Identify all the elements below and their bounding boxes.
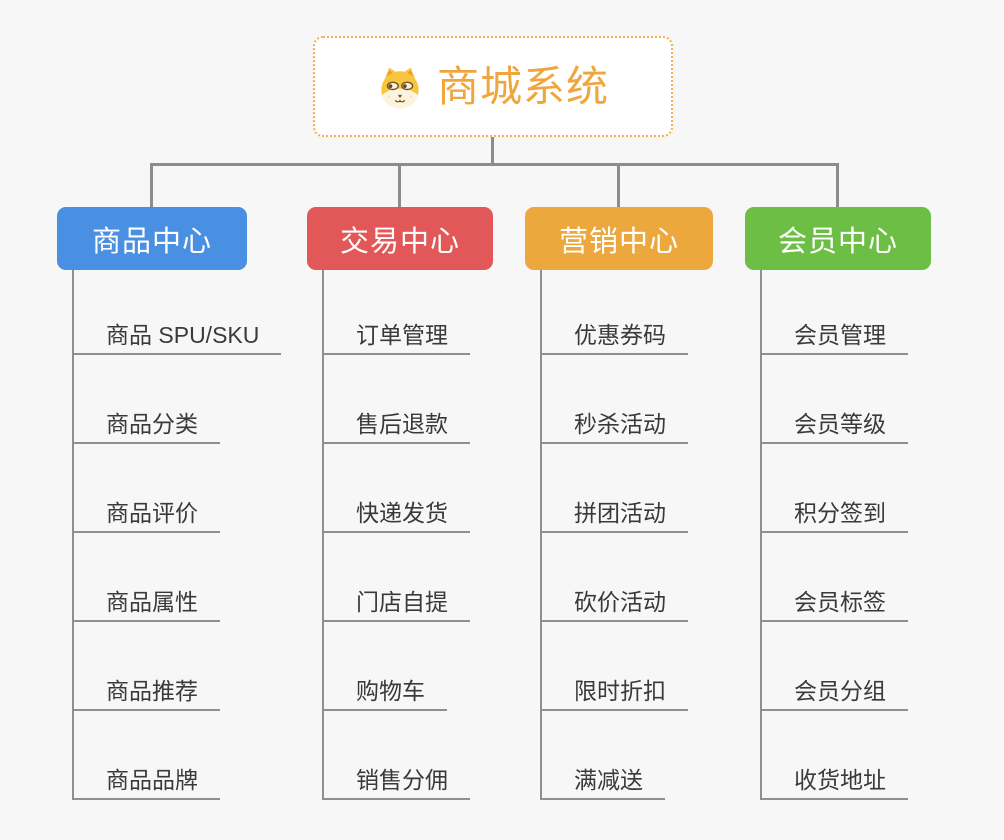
connector-branch-member xyxy=(760,270,762,800)
subtopic[interactable]: 商品推荐 xyxy=(72,678,220,711)
subtopic[interactable]: 秒杀活动 xyxy=(540,411,688,444)
branch-label: 营销中心 xyxy=(558,225,679,258)
subtopic[interactable]: 售后退款 xyxy=(322,411,470,444)
subtopic[interactable]: 积分签到 xyxy=(760,500,908,533)
subtopic[interactable]: 商品分类 xyxy=(72,411,220,444)
subtopic[interactable]: 销售分佣 xyxy=(322,767,470,800)
branch-member-center[interactable]: 会员中心 xyxy=(745,207,931,270)
subtopic[interactable]: 会员管理 xyxy=(760,322,908,355)
subtopic[interactable]: 会员分组 xyxy=(760,678,908,711)
connector-drop-trade xyxy=(398,163,401,208)
subtopic[interactable]: 拼团活动 xyxy=(540,500,688,533)
subtopic[interactable]: 商品属性 xyxy=(72,589,220,622)
branch-product-center[interactable]: 商品中心 xyxy=(57,207,247,270)
connector-branch-trade xyxy=(322,270,324,800)
branch-label: 商品中心 xyxy=(91,225,212,258)
root-topic[interactable]: 商城系统 xyxy=(313,36,673,137)
connector-rail xyxy=(150,163,839,166)
subtopic[interactable]: 优惠券码 xyxy=(540,322,688,355)
subtopic[interactable]: 购物车 xyxy=(322,678,447,711)
connector-branch-marketing xyxy=(540,270,542,800)
subtopic[interactable]: 商品 SPU/SKU xyxy=(72,322,282,355)
branch-marketing-center[interactable]: 营销中心 xyxy=(525,207,713,270)
branch-label: 交易中心 xyxy=(339,225,460,258)
subtopic[interactable]: 会员标签 xyxy=(760,589,908,622)
subtopic[interactable]: 订单管理 xyxy=(322,322,470,355)
branch-label: 会员中心 xyxy=(777,225,898,258)
branch-trade-center[interactable]: 交易中心 xyxy=(307,207,493,270)
subtopic[interactable]: 限时折扣 xyxy=(540,678,688,711)
connector-drop-member xyxy=(836,163,839,208)
connector-drop-product xyxy=(150,163,153,208)
subtopic[interactable]: 满减送 xyxy=(540,767,665,800)
root-title: 商城系统 xyxy=(436,62,609,110)
subtopic[interactable]: 砍价活动 xyxy=(540,589,688,622)
subtopic[interactable]: 商品评价 xyxy=(72,500,220,533)
subtopic[interactable]: 商品品牌 xyxy=(72,767,220,800)
doge-icon xyxy=(377,64,423,110)
connector-branch-product xyxy=(72,270,74,800)
connector-root-stem xyxy=(491,137,494,166)
subtopic[interactable]: 门店自提 xyxy=(322,589,470,622)
connector-drop-marketing xyxy=(617,163,620,208)
subtopic[interactable]: 会员等级 xyxy=(760,411,908,444)
subtopic[interactable]: 收货地址 xyxy=(760,767,908,800)
subtopic[interactable]: 快递发货 xyxy=(322,500,470,533)
